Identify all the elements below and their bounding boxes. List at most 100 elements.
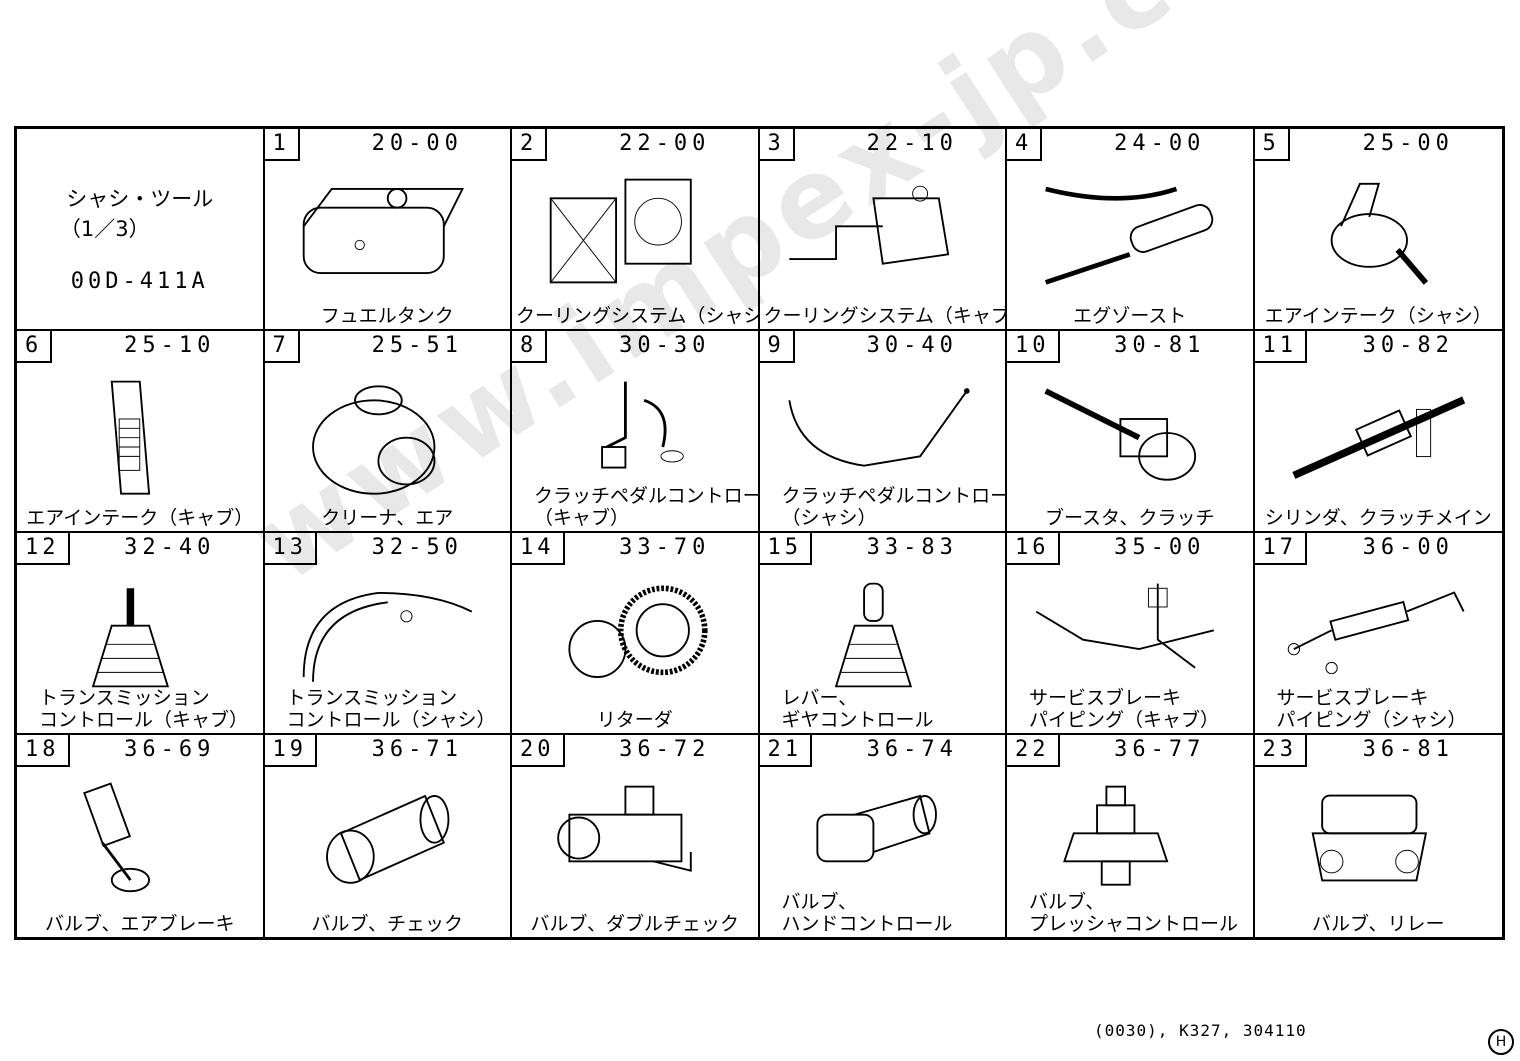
master-cylinder-icon xyxy=(1275,363,1483,503)
part-label: バルブ、ハンドコントロール xyxy=(764,891,1002,935)
part-group-code: 35-00 xyxy=(1114,535,1206,560)
part-group-code: 25-51 xyxy=(371,333,463,358)
part-cell[interactable]: 3 22-10 クーリングシステム（キャブ） xyxy=(759,129,1007,331)
part-label-line: バルブ、 xyxy=(1029,891,1105,913)
part-label-line: （シャシ） xyxy=(781,507,877,529)
part-group-code: 24-00 xyxy=(1114,131,1206,156)
part-number: 16 xyxy=(1007,533,1060,565)
part-group-code: 32-50 xyxy=(371,535,463,560)
part-cell[interactable]: 9 30-40 クラッチペダルコントロール（シャシ） xyxy=(759,331,1007,533)
part-number: 15 xyxy=(759,533,812,565)
part-number: 23 xyxy=(1254,735,1307,767)
reservoir-tank-icon xyxy=(780,161,986,301)
part-label-line: クーリングシステム（キャブ） xyxy=(763,305,1007,327)
part-label: バルブ、チェック xyxy=(269,913,507,935)
part-cell[interactable]: 4 24-00 エグゾースト xyxy=(1007,129,1255,331)
part-label-line: トランスミッション xyxy=(286,687,458,709)
part-group-code: 36-77 xyxy=(1114,737,1206,762)
part-number: 11 xyxy=(1254,331,1307,363)
part-group-code: 36-00 xyxy=(1362,535,1454,560)
gear-lever-icon xyxy=(780,565,986,705)
part-label: トランスミッションコントロール（シャシ） xyxy=(269,687,507,731)
part-label: エアインテーク（シャシ） xyxy=(1259,305,1499,327)
double-check-valve-icon xyxy=(532,767,738,909)
part-label-line: クーリングシステム（シャシ） xyxy=(516,305,760,327)
clutch-pedal-icon xyxy=(532,363,738,503)
part-number: 3 xyxy=(759,129,795,161)
part-label: エアインテーク（キャブ） xyxy=(21,507,259,529)
part-group-code: 36-74 xyxy=(866,737,958,762)
part-label: トランスミッションコントロール（キャブ） xyxy=(21,687,259,731)
air-intake-icon xyxy=(1275,161,1483,301)
part-number: 4 xyxy=(1007,129,1043,161)
part-label-line: バルブ、ダブルチェック xyxy=(530,913,739,935)
part-label-line: クラッチペダルコントロール xyxy=(781,485,1007,507)
part-cell[interactable]: 17 36-00 サービスブレーキパイピング（シャシ） xyxy=(1254,533,1502,735)
part-group-code: 30-81 xyxy=(1114,333,1206,358)
clutch-booster-icon xyxy=(1027,363,1233,503)
part-label: サービスブレーキパイピング（シャシ） xyxy=(1259,687,1499,731)
part-label: エグゾースト xyxy=(1011,305,1249,327)
part-number: 14 xyxy=(512,533,565,565)
catalog-volume: （1／3） xyxy=(59,217,150,241)
part-label: フュエルタンク xyxy=(269,305,507,327)
catalog-code: 00D-411A xyxy=(70,269,209,294)
part-number: 6 xyxy=(17,331,53,363)
part-label: クラッチペダルコントロール（シャシ） xyxy=(764,485,1007,529)
air-cleaner-icon xyxy=(285,363,491,503)
part-label-line: クリーナ、エア xyxy=(321,507,454,529)
part-label-line: パイピング（キャブ） xyxy=(1029,709,1220,731)
part-label-line: コントロール（シャシ） xyxy=(286,709,496,731)
part-label-line: バルブ、エアブレーキ xyxy=(45,913,235,935)
part-label: バルブ、プレッシャコントロール xyxy=(1011,891,1249,935)
part-number: 2 xyxy=(512,129,548,161)
catalog-title: シャシ・ツール xyxy=(66,187,214,211)
part-cell[interactable]: 16 35-00 サービスブレーキパイピング（キャブ） xyxy=(1007,533,1255,735)
part-cell[interactable]: 10 30-81 ブースタ、クラッチ xyxy=(1007,331,1255,533)
part-cell[interactable]: 22 36-77 バルブ、プレッシャコントロール xyxy=(1007,735,1255,937)
part-label-line: プレッシャコントロール xyxy=(1029,913,1239,935)
part-group-code: 22-10 xyxy=(866,131,958,156)
part-number: 10 xyxy=(1007,331,1060,363)
part-group-code: 30-40 xyxy=(866,333,958,358)
part-label-line: パイピング（シャシ） xyxy=(1276,709,1467,731)
part-label-line: ハンドコントロール xyxy=(781,913,953,935)
part-number: 5 xyxy=(1254,129,1290,161)
part-label-line: （キャブ） xyxy=(534,507,630,529)
part-number: 9 xyxy=(759,331,795,363)
part-label-line: ブースタ、クラッチ xyxy=(1045,507,1215,529)
check-valve-icon xyxy=(285,767,491,909)
part-number: 21 xyxy=(759,735,812,767)
intake-duct-icon xyxy=(37,363,243,503)
part-label-line: エグゾースト xyxy=(1073,305,1187,327)
part-label-line: バルブ、リレー xyxy=(1312,913,1445,935)
part-cell[interactable]: 7 25-51 クリーナ、エア xyxy=(264,331,512,533)
part-label: シリンダ、クラッチメイン xyxy=(1259,507,1499,529)
part-group-code: 22-00 xyxy=(619,131,711,156)
part-group-code: 33-83 xyxy=(866,535,958,560)
part-cell[interactable]: 2 22-00 クーリングシステム（シャシ） xyxy=(512,129,760,331)
part-number: 7 xyxy=(264,331,300,363)
part-label-line: サービスブレーキ xyxy=(1029,687,1182,709)
part-cell[interactable]: 21 36-74 バルブ、ハンドコントロール xyxy=(759,735,1007,937)
shift-lever-icon xyxy=(37,565,243,705)
part-label-line: シリンダ、クラッチメイン xyxy=(1264,507,1492,529)
part-number: 17 xyxy=(1254,533,1307,565)
part-group-code: 20-00 xyxy=(371,131,463,156)
part-number: 22 xyxy=(1007,735,1060,767)
part-label: バルブ、エアブレーキ xyxy=(21,913,259,935)
